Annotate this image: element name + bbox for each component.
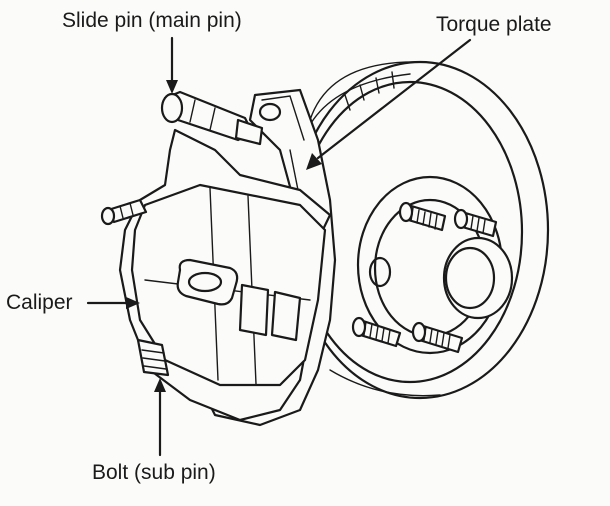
wheel-studs	[351, 201, 498, 354]
caliper-label: Caliper	[6, 291, 73, 314]
bolt-sub-pin	[136, 338, 170, 377]
bolt-label: Bolt (sub pin)	[92, 461, 216, 484]
slide-pin-leader	[166, 36, 178, 94]
torque-plate-label: Torque plate	[436, 13, 552, 36]
slide-pin-label: Slide pin (main pin)	[62, 9, 242, 32]
bolt-leader	[154, 378, 166, 457]
caliper-body	[118, 128, 332, 422]
caliper-leader	[86, 297, 140, 309]
slide-pin	[160, 90, 264, 146]
torque-plate-leader	[306, 38, 472, 170]
bleeder-screw	[100, 198, 148, 226]
